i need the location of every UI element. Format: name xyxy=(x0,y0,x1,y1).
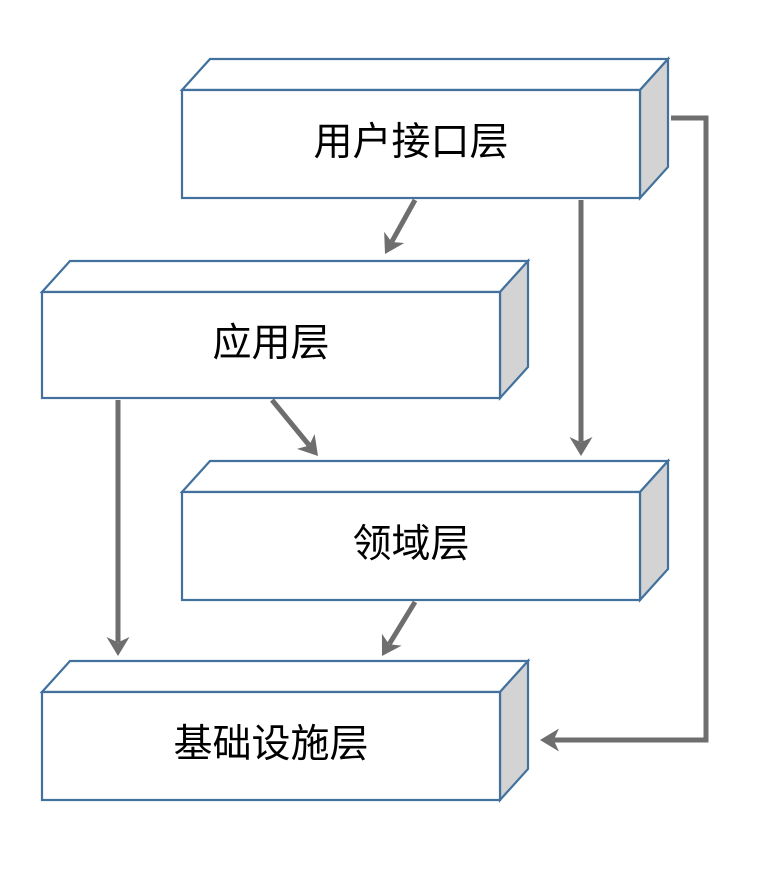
connectors-group xyxy=(106,115,709,752)
box-front-face xyxy=(40,690,502,802)
layer-box-application-layer[interactable] xyxy=(39,258,531,401)
arrow-head-icon xyxy=(569,437,593,456)
layer-label-domain-layer: 领域层 xyxy=(352,523,469,566)
layer-label-infrastructure-layer: 基础设施层 xyxy=(173,723,368,766)
connector-line xyxy=(387,600,418,646)
box-top-face xyxy=(39,259,531,294)
arrow-head-icon xyxy=(540,728,559,752)
connector-application-to-infrastructure xyxy=(106,400,130,656)
connector-line xyxy=(553,115,709,743)
layer-label-application-layer: 应用层 xyxy=(212,322,329,365)
connector-ui-to-domain xyxy=(569,200,593,456)
box-front-face xyxy=(180,88,642,200)
connector-line xyxy=(389,198,418,244)
boxes-group xyxy=(39,56,671,803)
box-front-face xyxy=(180,490,642,602)
connector-domain-to-infrastructure xyxy=(381,600,418,656)
layer-box-infrastructure-layer[interactable] xyxy=(39,658,531,803)
connector-application-to-domain xyxy=(270,398,318,456)
connector-ui-to-application xyxy=(384,198,418,254)
arrow-head-icon xyxy=(384,231,405,254)
layer-box-domain-layer[interactable] xyxy=(179,458,671,603)
box-top-face xyxy=(179,57,671,92)
box-top-face xyxy=(39,659,531,694)
arrow-head-icon xyxy=(106,637,130,656)
connector-line xyxy=(270,398,312,447)
layer-label-ui-layer: 用户接口层 xyxy=(313,121,508,164)
arrow-head-icon xyxy=(296,434,318,456)
connector-ui-to-infrastructure-feedback xyxy=(540,115,709,752)
layer-box-ui-layer[interactable] xyxy=(179,56,671,201)
box-top-face xyxy=(179,459,671,494)
box-front-face xyxy=(40,290,502,400)
arrow-head-icon xyxy=(381,633,402,656)
